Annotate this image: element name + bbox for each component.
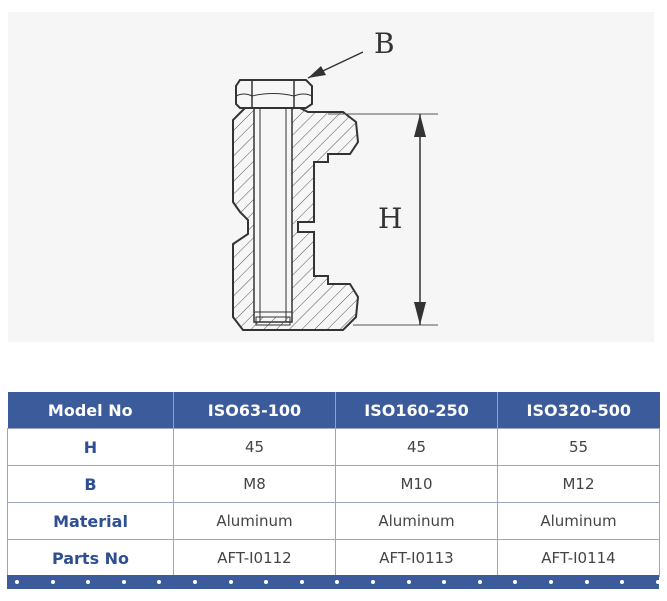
decorative-dot — [228, 580, 233, 584]
cell-material-iso160: Aluminum — [335, 502, 498, 540]
clamp-cross-section-drawing: B H — [232, 27, 438, 331]
clamp-technical-drawing: B H — [8, 12, 654, 342]
dimension-h: H — [328, 113, 438, 326]
row-label-b: B — [7, 465, 174, 503]
cell-parts-iso63: AFT-I0112 — [173, 539, 336, 577]
table-row-b: B M8 M10 M12 — [7, 465, 660, 503]
cell-parts-iso320: AFT-I0114 — [497, 539, 660, 577]
row-label-h: H — [7, 428, 174, 466]
header-model-no: Model No — [7, 392, 174, 429]
decorative-dot — [193, 580, 197, 584]
row-label-parts-no: Parts No — [7, 539, 174, 577]
decorative-dot — [442, 580, 447, 584]
cell-h-iso63: 45 — [173, 428, 336, 466]
cell-b-iso160: M10 — [335, 465, 498, 503]
cell-h-iso160: 45 — [335, 428, 498, 466]
decorative-dot — [477, 580, 482, 584]
decorative-dot — [513, 580, 518, 584]
spec-table: Model No ISO63-100 ISO160-250 ISO320-500… — [7, 392, 660, 577]
table-header-row: Model No ISO63-100 ISO160-250 ISO320-500 — [7, 392, 660, 429]
decorative-dot — [157, 580, 162, 584]
cell-b-iso320: M12 — [497, 465, 660, 503]
decorative-dot — [15, 580, 19, 584]
cell-parts-iso160: AFT-I0113 — [335, 539, 498, 577]
decorative-dot — [584, 580, 589, 584]
clamp-body-section — [232, 106, 360, 331]
decorative-dot — [406, 580, 411, 584]
decorative-dot — [50, 580, 55, 584]
table-row-parts-no: Parts No AFT-I0112 AFT-I0113 AFT-I0114 — [7, 539, 660, 577]
callout-b: B — [307, 27, 395, 79]
decorative-dot — [335, 580, 340, 584]
header-iso63-100: ISO63-100 — [173, 392, 336, 429]
row-label-material: Material — [7, 502, 174, 540]
cell-h-iso320: 55 — [497, 428, 660, 466]
table-row-material: Material Aluminum Aluminum Aluminum — [7, 502, 660, 540]
decorative-dot-bar — [7, 575, 660, 589]
decorative-dot — [264, 580, 269, 584]
cell-material-iso320: Aluminum — [497, 502, 660, 540]
decorative-dot — [655, 580, 660, 584]
decorative-dot — [299, 580, 304, 584]
dimension-h-label: H — [378, 202, 402, 235]
decorative-dot — [549, 580, 553, 584]
clamp-body — [232, 106, 360, 331]
decorative-dot — [121, 580, 126, 584]
header-iso320-500: ISO320-500 — [497, 392, 660, 429]
callout-b-label: B — [374, 27, 395, 60]
decorative-dot — [86, 580, 91, 584]
decorative-dot — [620, 580, 625, 584]
cell-b-iso63: M8 — [173, 465, 336, 503]
bolt — [235, 79, 313, 326]
decorative-dot — [371, 580, 375, 584]
header-iso160-250: ISO160-250 — [335, 392, 498, 429]
cell-material-iso63: Aluminum — [173, 502, 336, 540]
table-row-h: H 45 45 55 — [7, 428, 660, 466]
